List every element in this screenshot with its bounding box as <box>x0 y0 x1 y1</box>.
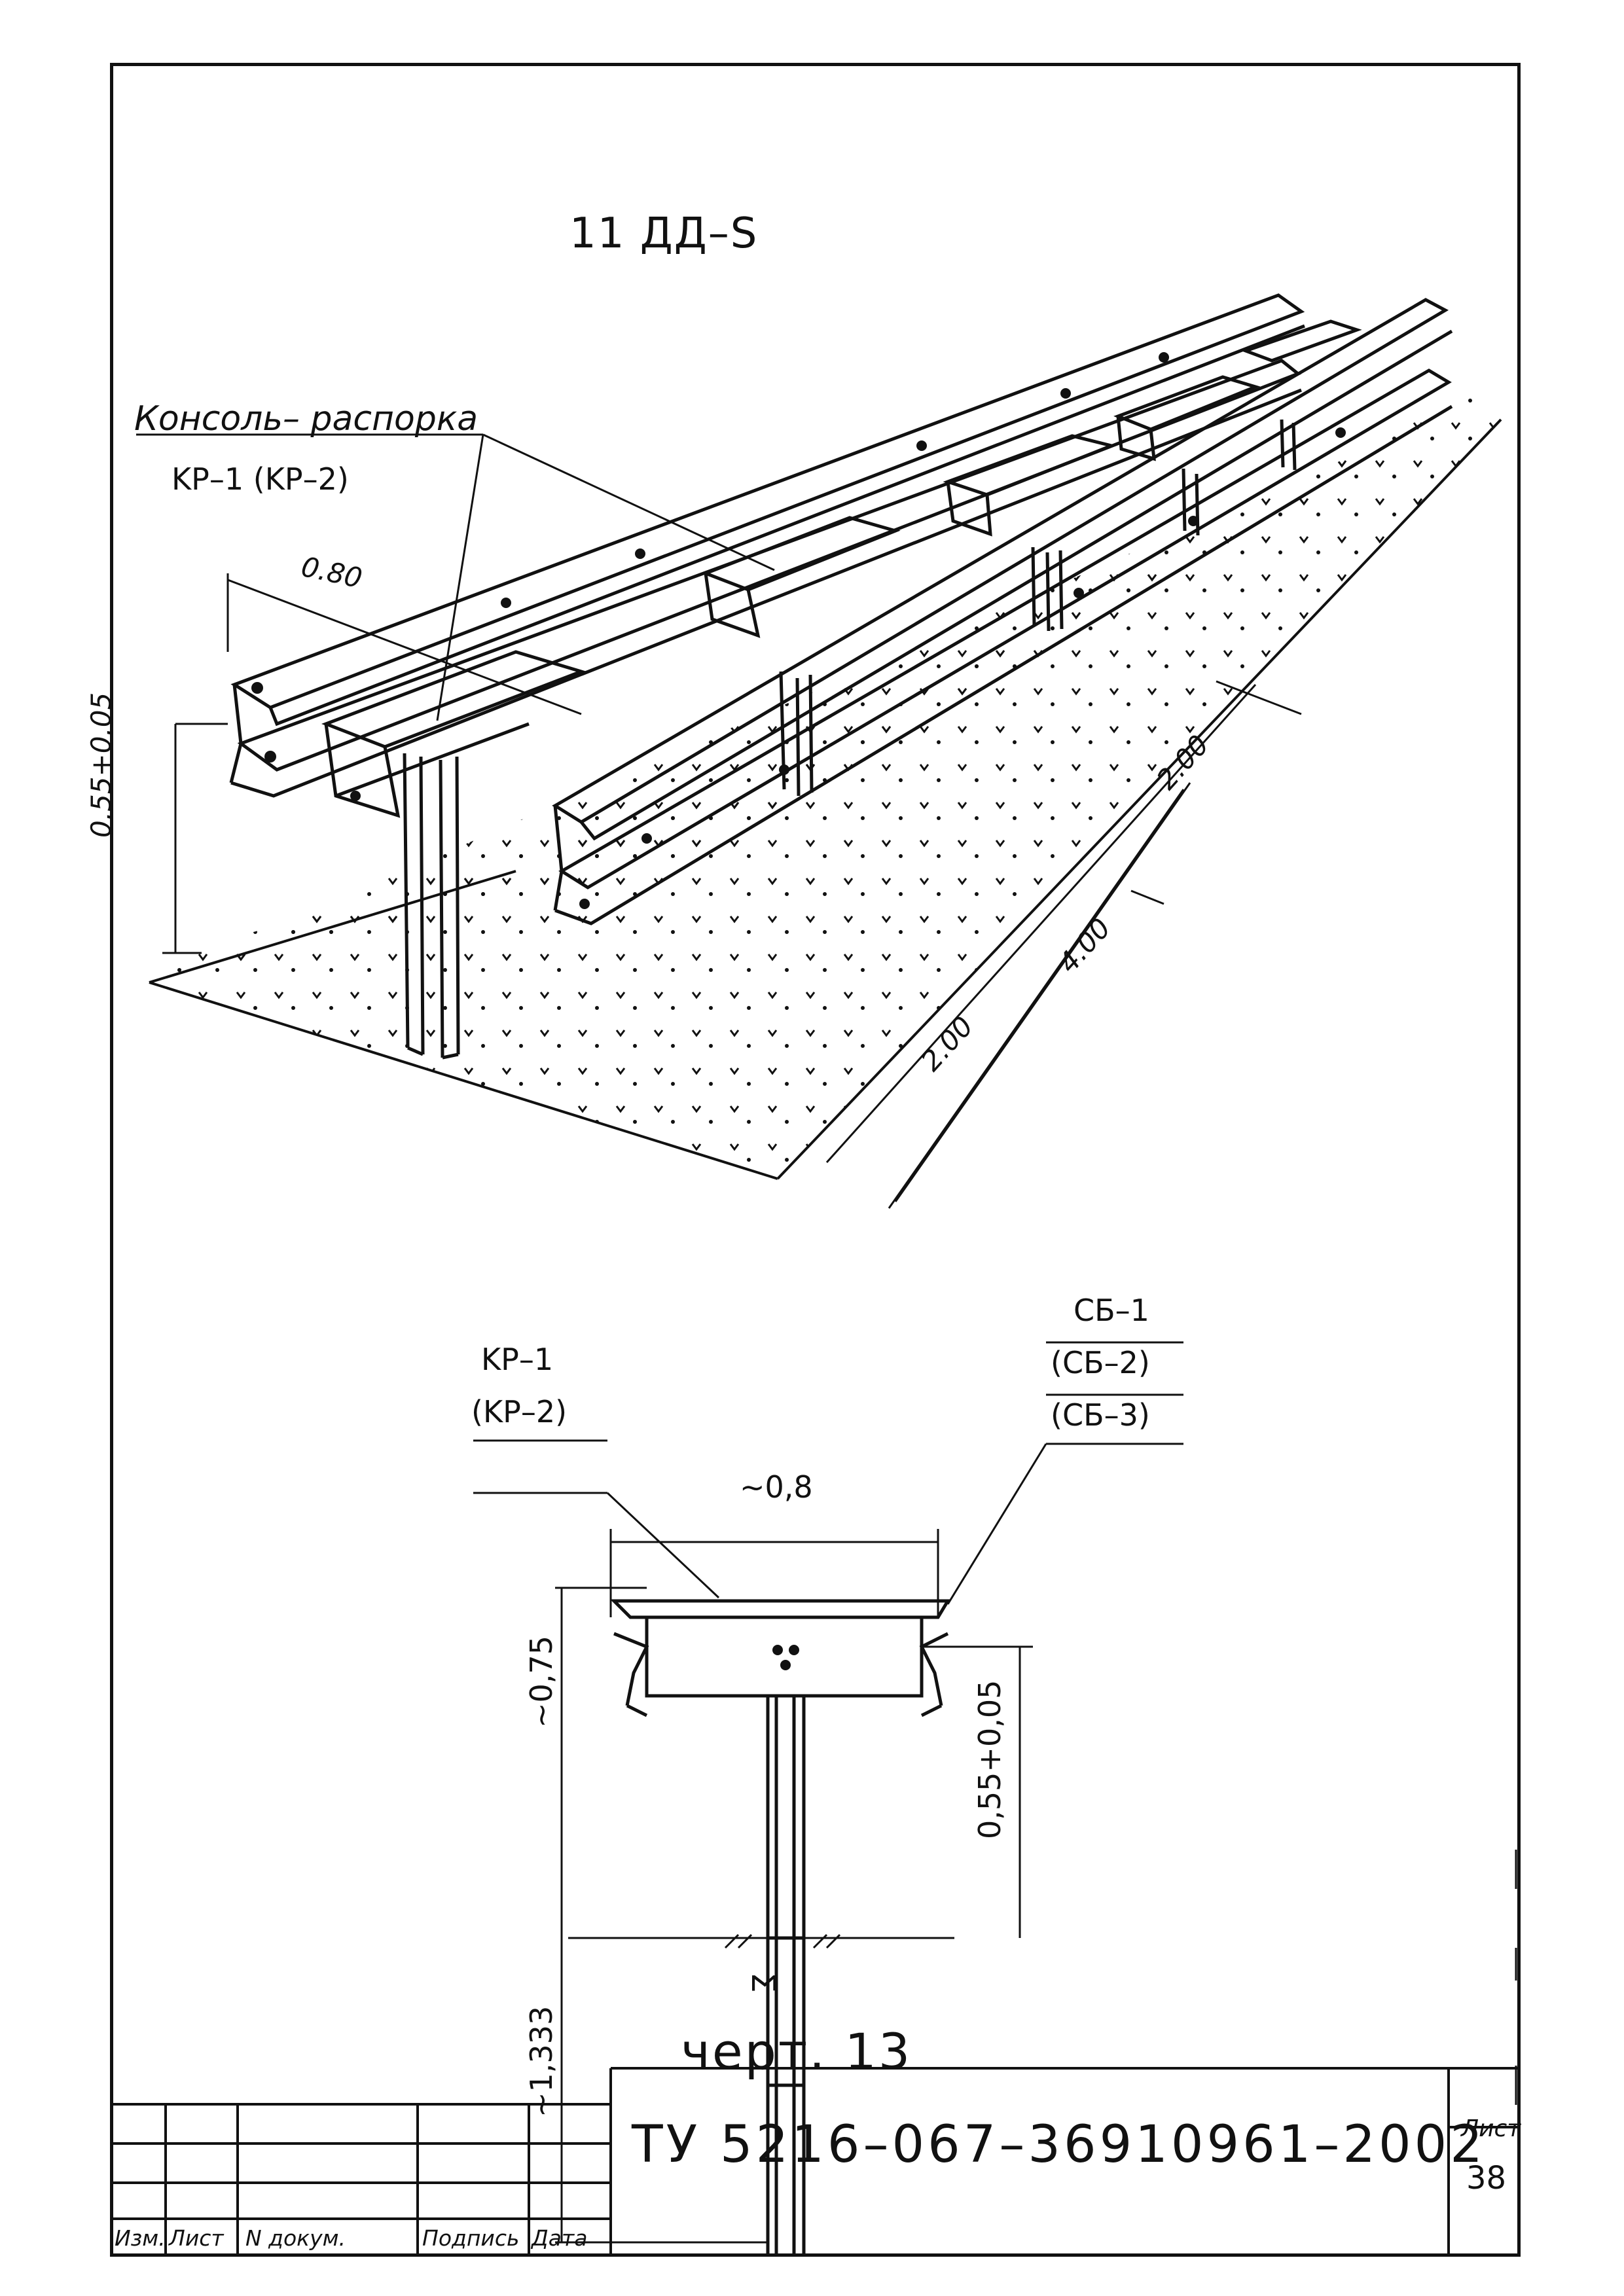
section-rail-height-label: 0,55+0,05 <box>972 1679 1007 1839</box>
header-change: Изм. <box>115 2225 166 2251</box>
sheet-number: 38 <box>1466 2160 1507 2197</box>
ground-plane <box>149 389 1502 1180</box>
header-sheet: Лист <box>169 2225 224 2251</box>
section-kp2-label: (KP–2) <box>471 1394 568 1429</box>
drawing-caption: черт. 13 <box>681 2022 912 2081</box>
section-kp1-label: KP–1 <box>481 1342 554 1377</box>
header-date: Дата <box>532 2225 588 2251</box>
console-spacers <box>321 319 1362 818</box>
dim-height-label: 0.55+0.05 <box>85 692 117 838</box>
drawing-title: 11 ДД–S <box>569 209 759 258</box>
title-block-grid <box>110 2067 1521 2257</box>
section-sb3-label: (СБ–3) <box>1051 1397 1150 1433</box>
posts <box>403 419 1297 1060</box>
technical-drawing <box>136 293 1517 2257</box>
header-doc-number: N докум. <box>245 2225 346 2251</box>
section-sb1-label: СБ–1 <box>1074 1293 1149 1328</box>
sheet-label: Лист <box>1461 2115 1521 2142</box>
post-mark-label: Σ <box>744 1972 782 1993</box>
section-view <box>568 1599 954 2257</box>
iso-leader-lines <box>136 433 1302 1209</box>
console-label: Консоль– распорка <box>134 399 478 439</box>
section-sb2-label: (СБ–2) <box>1051 1345 1150 1380</box>
console-code-label: KP–1 (KP–2) <box>171 461 349 497</box>
section-total-height-label: ~0,75 <box>524 1636 559 1728</box>
section-dimension-lines <box>473 1341 1183 2244</box>
title-block <box>110 2039 1521 2257</box>
drawing-frame <box>110 63 1521 2257</box>
document-code: ТУ 5216–067–36910961–2002 <box>632 2115 1486 2174</box>
header-signature: Подпись <box>422 2225 520 2251</box>
section-width-label: ~0,8 <box>740 1469 813 1505</box>
guardrail-beams <box>229 293 1453 925</box>
